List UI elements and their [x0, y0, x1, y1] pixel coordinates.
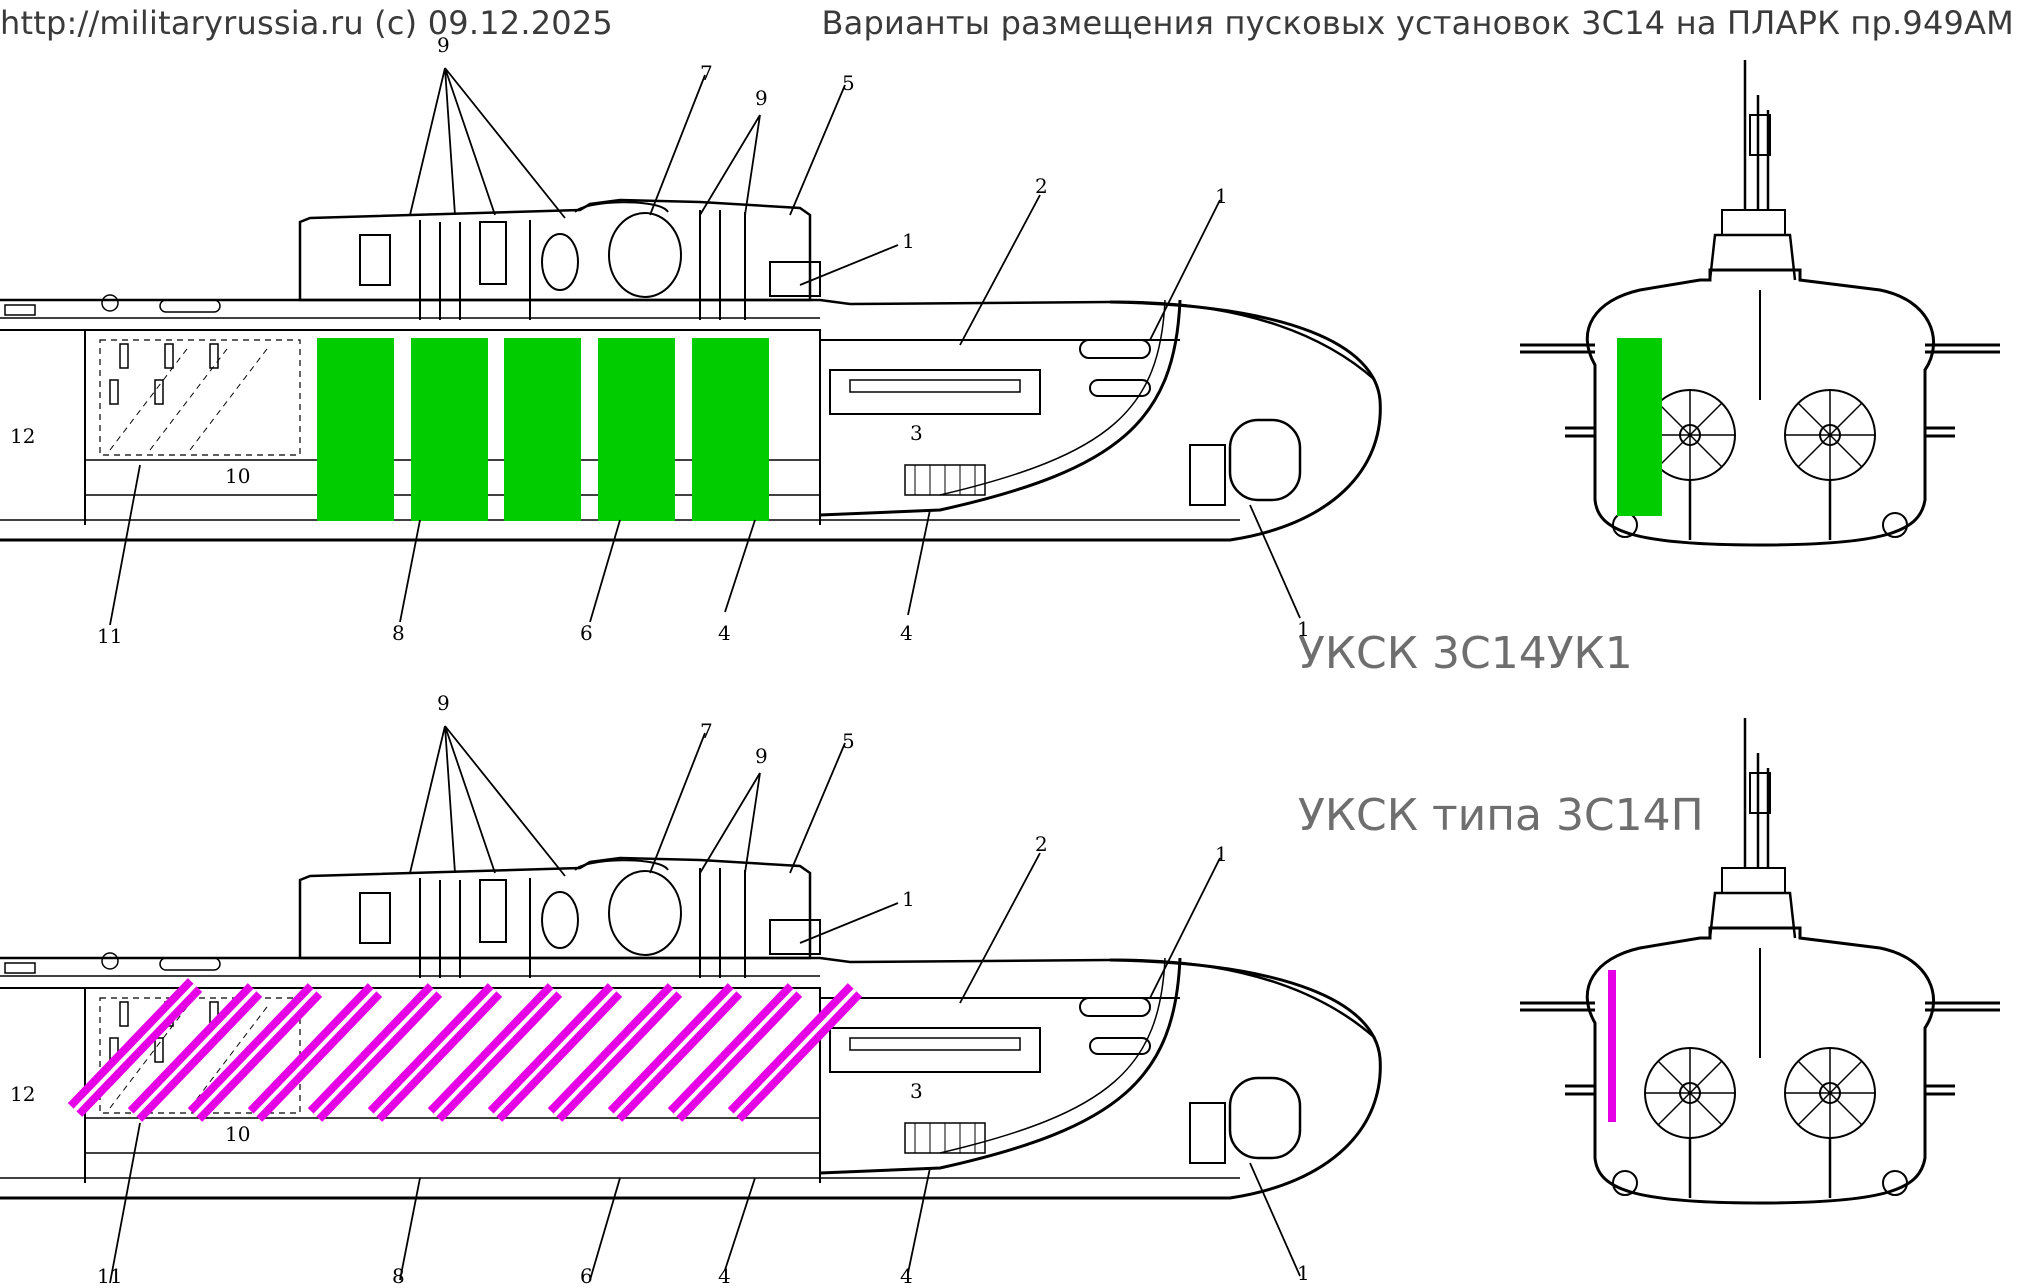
callout-label: 4: [718, 1264, 731, 1288]
callout-label: 12: [10, 424, 35, 448]
callout-label: 4: [900, 621, 913, 645]
callout-label: 2: [1035, 832, 1048, 856]
launcher-block: [692, 338, 769, 521]
callout-label: 1: [902, 887, 915, 911]
callout-label: 10: [225, 1122, 250, 1146]
page-title: Варианты размещения пусковых установок 3…: [821, 4, 2014, 42]
callout-label: 5: [842, 71, 855, 95]
callout-label: 9: [437, 33, 450, 57]
callout-label: 12: [10, 1082, 35, 1106]
launcher-tubes-white-gaps: [73, 983, 857, 1117]
callout-lines-top: [109, 67, 1301, 626]
callout-label: 1: [1215, 184, 1228, 208]
callout-label: 11: [97, 624, 122, 648]
callout-label: 1: [1215, 842, 1228, 866]
submarine-side-view-top: [0, 198, 1382, 542]
launcher-block: [317, 338, 394, 521]
variant-caption-2: УКСК типа 3С14П: [1298, 790, 1704, 841]
launcher-section-magenta: [1608, 970, 1616, 1122]
callout-label: 11: [97, 1264, 122, 1288]
callout-label: 4: [900, 1264, 913, 1288]
callout-labels-top: 9 7 9 5 1 2 1 3 12 10 11 8 6 4 4 1: [10, 33, 1310, 648]
callout-label: 3: [910, 421, 923, 445]
callout-label: 3: [910, 1079, 923, 1103]
callout-label: 1: [1297, 617, 1310, 641]
callout-label: 6: [580, 621, 593, 645]
callout-label: 7: [700, 719, 713, 743]
launcher-blocks-green: [317, 338, 769, 521]
callout-label: 6: [580, 1264, 593, 1288]
callout-label: 8: [392, 1264, 405, 1288]
callout-label: 1: [1297, 1261, 1310, 1285]
variant-caption-1: УКСК 3С14УК1: [1298, 628, 1633, 679]
launcher-block: [504, 338, 581, 521]
callout-label: 4: [718, 621, 731, 645]
launcher-block: [411, 338, 488, 521]
callout-label: 10: [225, 464, 250, 488]
callout-label: 8: [392, 621, 405, 645]
launcher-section-green: [1617, 338, 1662, 516]
callout-label: 1: [902, 229, 915, 253]
submarine-front-view-top: [1518, 58, 2002, 547]
launcher-block: [598, 338, 675, 521]
callout-lines-bottom: [109, 725, 1301, 1284]
callout-label: 9: [755, 86, 768, 110]
callout-label: 7: [700, 61, 713, 85]
callout-label: 2: [1035, 174, 1048, 198]
callout-label: 9: [437, 691, 450, 715]
callout-label: 9: [755, 744, 768, 768]
source-credit: http://militaryrussia.ru (c) 09.12.2025: [0, 4, 613, 42]
callout-labels-bottom: 9 7 9 5 1 2 1 3 12 10 11 8 6 4 4 1: [10, 691, 1310, 1288]
callout-label: 5: [842, 729, 855, 753]
